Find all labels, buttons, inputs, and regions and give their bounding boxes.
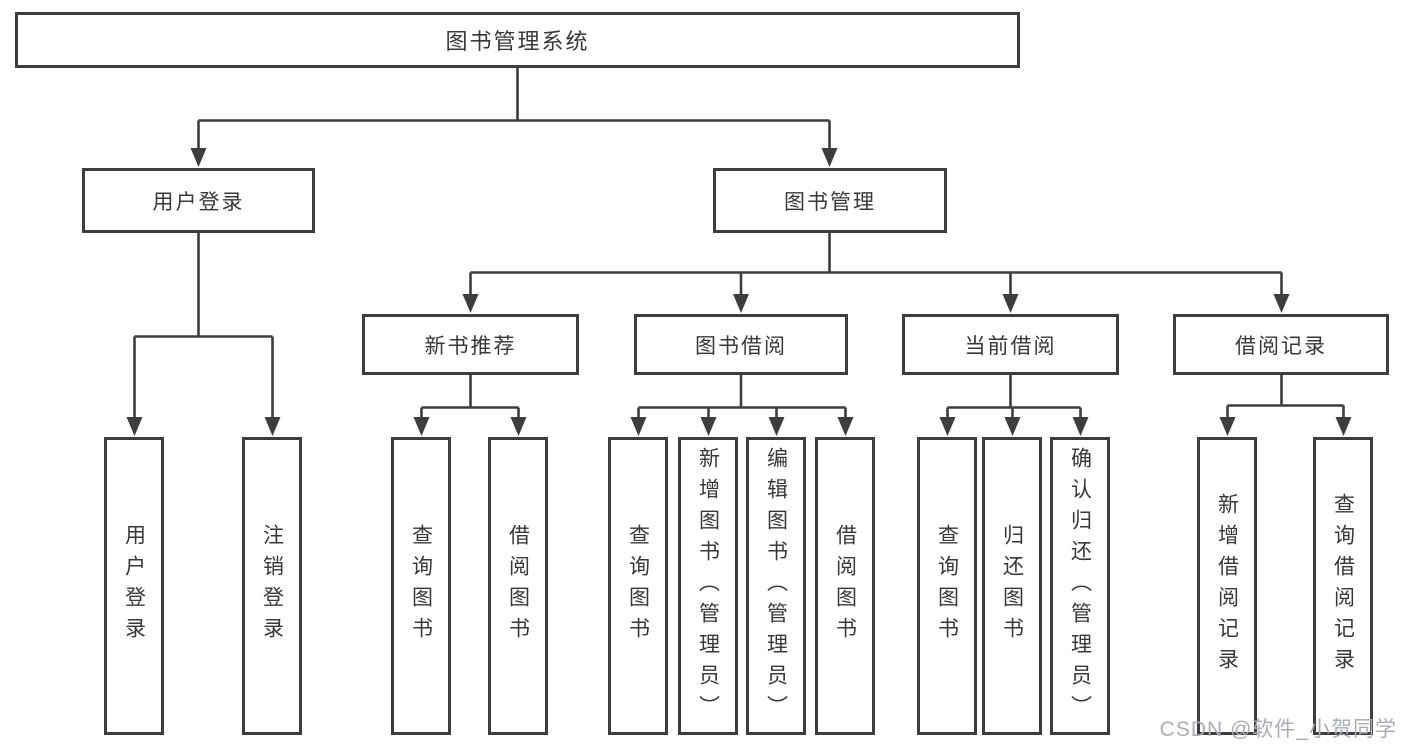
csdn-watermark: CSDN @软件_小贺同学: [1159, 718, 1397, 741]
leaf-confirm-return-admin: 确认归还（管理员）: [1050, 437, 1110, 735]
node-label: 用户登录: [152, 190, 245, 214]
leaf-label: 查询借阅记录: [1331, 493, 1355, 679]
leaf-query-books-recommend: 查询图书: [391, 437, 451, 735]
node-label: 新书推荐: [424, 334, 517, 358]
leaf-label: 注销登录: [260, 524, 284, 648]
node-book-borrowing: 图书借阅: [634, 314, 848, 375]
leaf-label: 新增借阅记录: [1215, 493, 1239, 679]
node-current-borrowing: 当前借阅: [902, 314, 1119, 375]
leaf-logout: 注销登录: [242, 437, 302, 735]
node-label: 图书管理系统: [445, 29, 590, 54]
leaf-borrow-books: 借阅图书: [815, 437, 875, 735]
node-new-book-recommend: 新书推荐: [362, 314, 579, 375]
leaf-borrow-books-recommend: 借阅图书: [488, 437, 548, 735]
leaf-query-borrow-record: 查询借阅记录: [1313, 437, 1373, 735]
leaf-query-books-current: 查询图书: [917, 437, 977, 735]
leaf-label: 借阅图书: [506, 524, 530, 648]
leaf-label: 借阅图书: [833, 524, 857, 648]
leaf-label: 查询图书: [626, 524, 650, 648]
node-label: 借阅记录: [1235, 334, 1327, 358]
arrowhead-icons: [126, 148, 1352, 436]
node-library-management-system: 图书管理系统: [15, 12, 1020, 68]
node-borrowing-records: 借阅记录: [1173, 314, 1389, 375]
leaf-label: 新增图书（管理员）: [696, 446, 720, 726]
node-user-login: 用户登录: [82, 168, 315, 233]
leaf-query-books-borrow: 查询图书: [608, 437, 668, 735]
leaf-user-login: 用户登录: [104, 437, 164, 735]
node-label: 图书管理: [784, 190, 876, 214]
leaf-add-borrow-record: 新增借阅记录: [1197, 437, 1257, 735]
leaf-label: 编辑图书（管理员）: [764, 446, 788, 726]
node-book-management: 图书管理: [713, 168, 947, 233]
leaf-label: 用户登录: [122, 524, 146, 648]
leaf-label: 确认归还（管理员）: [1068, 446, 1092, 726]
leaf-edit-book-admin: 编辑图书（管理员）: [746, 437, 806, 735]
leaf-label: 查询图书: [409, 524, 433, 648]
leaf-add-book-admin: 新增图书（管理员）: [678, 437, 738, 735]
node-label: 当前借阅: [964, 334, 1057, 358]
leaf-label: 查询图书: [935, 524, 959, 648]
leaf-return-book: 归还图书: [982, 437, 1042, 735]
leaf-label: 归还图书: [1000, 524, 1024, 648]
node-label: 图书借阅: [695, 334, 787, 358]
